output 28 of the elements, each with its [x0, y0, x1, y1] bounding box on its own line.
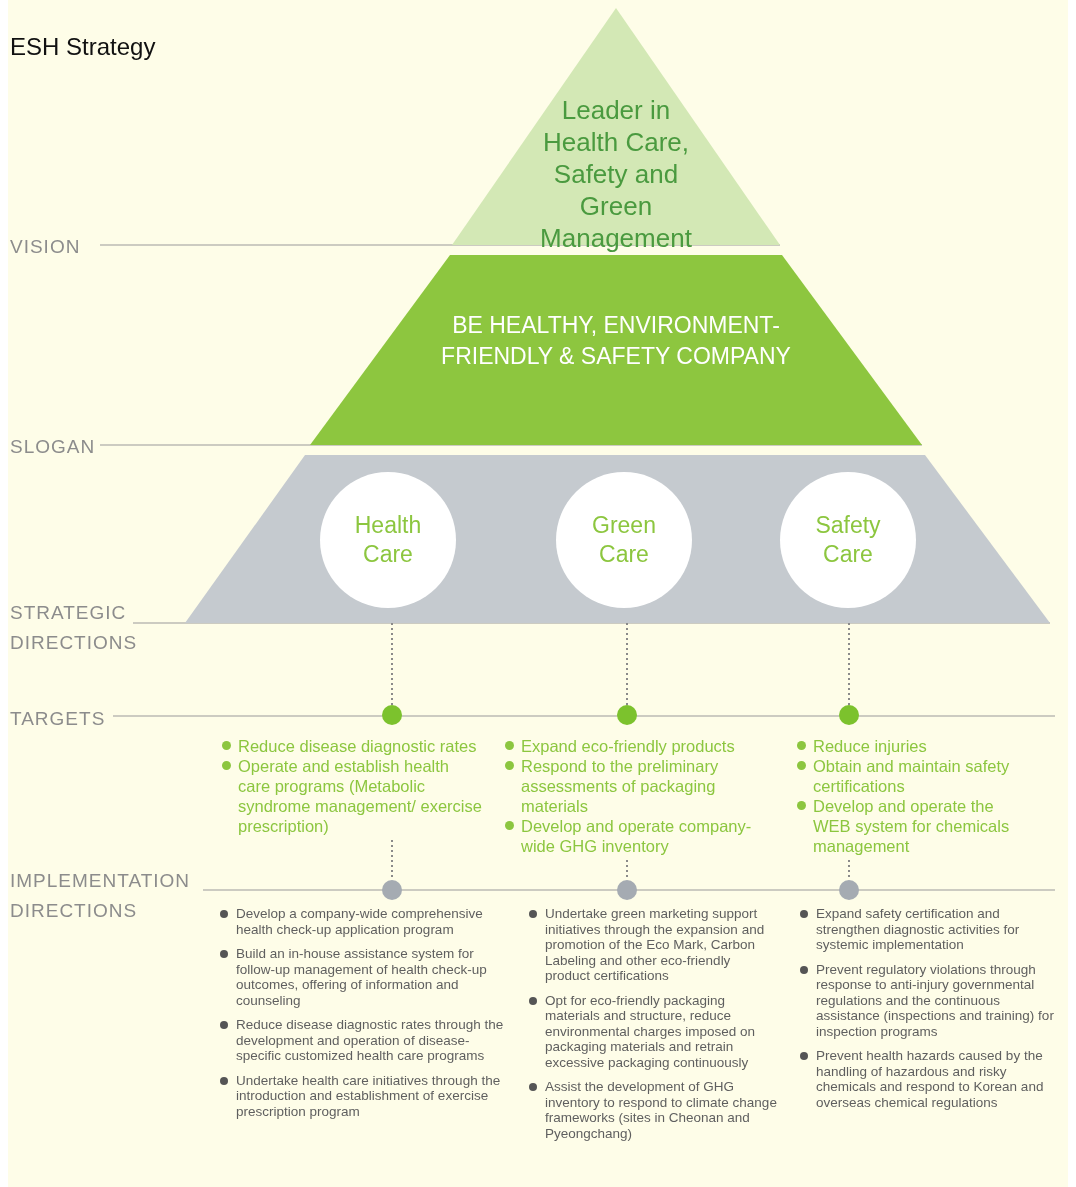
slogan-text: BE HEALTHY, ENVIRONMENT-FRIENDLY & SAFETY COMPANY — [440, 311, 792, 371]
implementation-item: Opt for eco-friendly packaging materials and structure, reduce environmental charges imposed on packaging materials and retrain excessive packaging continuously — [529, 992, 779, 1070]
implementation-item: Prevent health hazards caused by the handling of hazardous and risky chemicals and respond to Korean and overseas chemical regulations — [800, 1048, 1065, 1110]
target-item: Expand eco-friendly products — [505, 736, 760, 756]
target-item: Obtain and maintain safety certifications — [797, 756, 1032, 796]
diagram-title: ESH Strategy — [10, 33, 156, 61]
row-label: IMPLEMENTATION DIRECTIONS — [10, 869, 192, 923]
row-label: SLOGAN — [10, 435, 96, 459]
slogan-tier — [310, 255, 922, 445]
implementation-item: Undertake green marketing support initiatives through the expansion and promotion of the Eco Mark, Carbon Labeling and other eco-friendly product certifications — [529, 906, 779, 984]
row-label: TARGETS — [10, 707, 106, 731]
target-item: Reduce disease diagnostic rates — [222, 736, 484, 756]
target-item: Reduce injuries — [797, 736, 1032, 756]
implementation-item: Expand safety certification and strengthen diagnostic activities for systemic implementation — [800, 906, 1065, 953]
implementation-item: Develop a company-wide comprehensive health check-up application program — [220, 906, 512, 937]
implementation-item: Build an in-house assistance system for follow-up management of health check-up outcomes, offering of information and counseling — [220, 946, 512, 1008]
row-label: VISION — [10, 235, 81, 259]
strategic-directions-tier — [185, 455, 1050, 623]
row-label: STRATEGIC DIRECTIONS — [10, 601, 139, 655]
implementation-item: Undertake health care initiatives through the introduction and establishment of exercise prescription program — [220, 1072, 512, 1119]
implementation-item: Reduce disease diagnostic rates through the development and operation of disease-specific customized health care programs — [220, 1017, 512, 1064]
implementation-item: Assist the development of GHG inventory to respond to climate change frameworks (sites in Cheonan and Pyeongchang) — [529, 1079, 779, 1141]
vision-text: Leader in Health Care, Safety and Green Management — [539, 94, 693, 254]
target-item: Develop and operate the WEB system for chemicals management — [797, 796, 1032, 856]
target-item: Respond to the preliminary assessments of packaging materials — [505, 756, 760, 816]
implementation-item: Prevent regulatory violations through response to anti-injury governmental regulations and the continuous assistance (inspections and training) for inspection programs — [800, 961, 1065, 1039]
target-item: Develop and operate company-wide GHG inventory — [505, 816, 760, 856]
target-item: Operate and establish health care programs (Metabolic syndrome management/ exercise prescription) — [222, 756, 484, 836]
